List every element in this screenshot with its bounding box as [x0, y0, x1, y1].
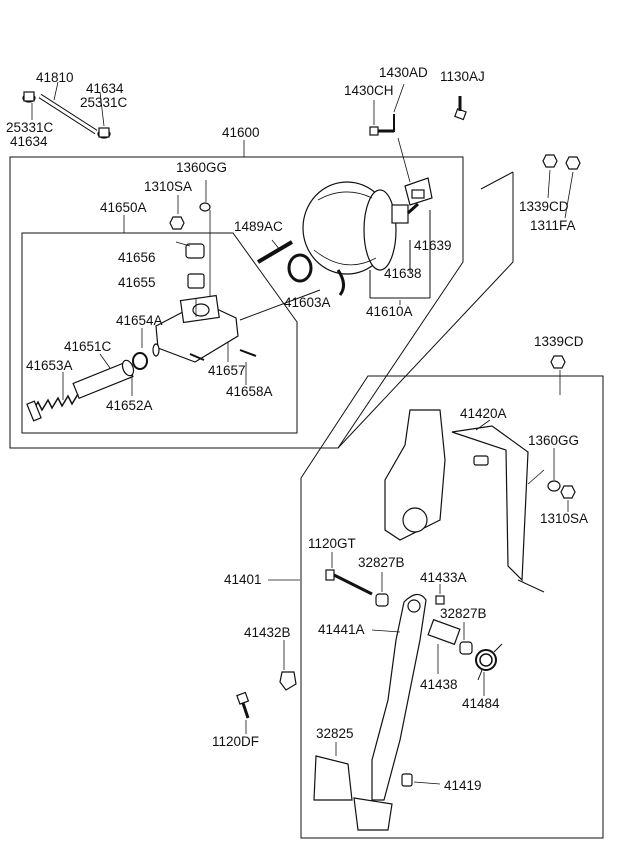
label-1430ad: 1430AD — [379, 65, 428, 80]
master-cylinder-body — [155, 289, 321, 363]
clip-25331c-top — [97, 127, 111, 139]
label-1489ac: 1489AC — [234, 219, 283, 234]
pin-41658a — [239, 349, 257, 357]
label-41655: 41655 — [118, 275, 156, 290]
label-1310sa-right: 1310SA — [540, 511, 588, 526]
reservoir-cap-41656 — [175, 241, 205, 259]
washer-1360gg-top — [199, 202, 211, 212]
label-41653a: 41653A — [26, 358, 73, 373]
label-41810: 41810 — [36, 70, 74, 85]
cup-41654a — [152, 343, 160, 357]
clip-41433a — [435, 595, 445, 605]
seal-ring-41603a — [287, 253, 313, 283]
grommet-41655 — [187, 273, 205, 289]
label-1311fa: 1311FA — [530, 218, 576, 233]
label-1120df: 1120DF — [212, 734, 259, 749]
label-41401: 41401 — [224, 572, 262, 587]
bolt-1430ch — [369, 126, 394, 136]
label-32827b-b: 32827B — [440, 606, 487, 621]
label-32827b-a: 32827B — [358, 555, 405, 570]
clevis-41639 — [404, 177, 433, 206]
vacuum-hose-41603a — [336, 269, 345, 296]
label-25331c-top: 25331C — [80, 95, 128, 110]
nut-1339cd-top — [542, 154, 558, 168]
booster-group-outline — [9, 156, 464, 449]
sleeve-41438 — [427, 618, 461, 646]
pin-1489ac — [256, 240, 294, 264]
label-1360gg-top: 1360GG — [176, 160, 227, 175]
stopper-41419 — [401, 773, 413, 787]
nut-1311fa — [565, 156, 581, 170]
bolt-1120gt — [325, 569, 373, 596]
label-41639: 41639 — [414, 238, 452, 253]
label-41438: 41438 — [420, 677, 458, 692]
label-25331c-left: 25331C — [6, 120, 54, 135]
label-1360gg-right: 1360GG — [528, 433, 579, 448]
pedal-bracket-41420a — [384, 409, 545, 593]
bolt-1120df — [236, 691, 250, 719]
label-41657: 41657 — [208, 363, 246, 378]
bolt-1130aj — [454, 96, 467, 121]
label-1310sa-top: 1310SA — [144, 179, 192, 194]
label-41654a: 41654A — [116, 313, 163, 328]
piston-41651c — [72, 359, 135, 400]
label-1120gt: 1120GT — [308, 536, 356, 551]
cap-41432b — [279, 671, 297, 691]
nut-1310sa-top — [169, 216, 185, 230]
group-connector-line-3 — [337, 261, 514, 449]
bolt-41657 — [189, 353, 205, 361]
brake-pedal-arm — [371, 593, 427, 801]
label-41638: 41638 — [384, 266, 422, 281]
label-41634-left: 41634 — [10, 134, 48, 149]
group-connector-line — [480, 171, 514, 190]
label-41433a: 41433A — [420, 570, 467, 585]
rod-41810 — [38, 93, 98, 135]
seal-41652a — [132, 352, 148, 370]
bushing-32827b-a — [375, 593, 389, 607]
label-1339cd-top: 1339CD — [519, 199, 569, 214]
label-41656: 41656 — [118, 250, 156, 265]
label-1130aj: 1130AJ — [440, 69, 485, 84]
return-spring-41484 — [475, 643, 503, 681]
nut-1339cd-right — [550, 355, 566, 369]
label-1339cd-right: 1339CD — [534, 334, 584, 349]
pedal-pad-32825 — [313, 755, 393, 831]
label-41419: 41419 — [444, 778, 482, 793]
label-32825: 32825 — [316, 726, 354, 741]
label-41603a: 41603A — [284, 295, 331, 310]
label-41484: 41484 — [462, 696, 500, 711]
label-41441a: 41441A — [318, 622, 365, 637]
washer-1360gg-right — [547, 480, 561, 492]
label-41658a: 41658A — [226, 384, 273, 399]
nut-1310sa-right — [560, 485, 576, 499]
brake-booster-41610a — [302, 181, 420, 275]
label-41432b: 41432B — [244, 625, 291, 640]
label-1430ch: 1430CH — [344, 83, 394, 98]
label-41600: 41600 — [222, 125, 260, 140]
label-41651c: 41651C — [64, 339, 112, 354]
pedal-group-outline — [300, 375, 604, 839]
label-41610a: 41610A — [366, 304, 413, 319]
label-41634-top: 41634 — [86, 81, 124, 96]
clip-25331c-left — [22, 91, 36, 103]
label-41652a: 41652A — [106, 398, 153, 413]
spring-41653a — [26, 393, 79, 422]
master-cylinder-group-outline — [21, 232, 298, 434]
label-41420a: 41420A — [460, 406, 507, 421]
label-41650a: 41650A — [100, 200, 147, 215]
bushing-32827b-b — [459, 641, 473, 655]
